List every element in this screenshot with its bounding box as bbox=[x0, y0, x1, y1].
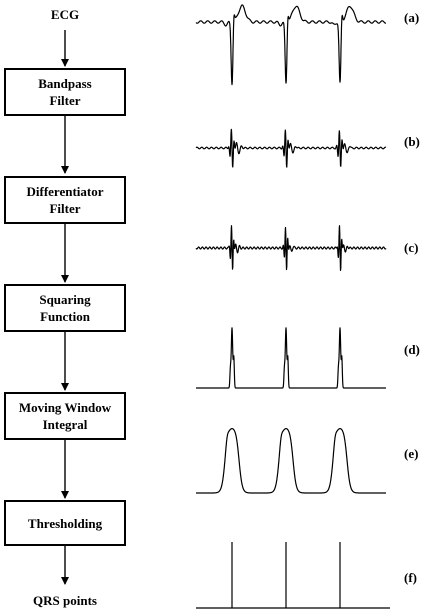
panel-tag-b: (b) bbox=[404, 134, 420, 149]
panel-tag-c: (c) bbox=[404, 240, 419, 255]
squaring-function-line1: Squaring bbox=[39, 292, 91, 307]
thresholding-line1: Thresholding bbox=[27, 515, 103, 531]
trace-d-squared bbox=[195, 327, 387, 389]
trace-c-differentiator bbox=[195, 225, 387, 271]
trace-e-integral bbox=[195, 428, 387, 494]
trace-a-raw-ecg bbox=[195, 4, 387, 86]
panel-tag-a: (a) bbox=[404, 10, 420, 25]
ecg-input-label: ECG bbox=[50, 7, 80, 22]
differentiator-filter-line1: Differentiator bbox=[26, 184, 104, 199]
trace-b-bandpass bbox=[195, 128, 387, 168]
panel-tag-d: (d) bbox=[404, 342, 420, 357]
squaring-function-line2: Function bbox=[40, 309, 90, 324]
panel-tag-e: (e) bbox=[404, 446, 419, 461]
moving-window-integral-line2: Integral bbox=[42, 417, 88, 432]
panel-tag-f: (f) bbox=[404, 570, 417, 585]
moving-window-integral-line1: Moving Window bbox=[18, 400, 112, 415]
differentiator-filter-line2: Filter bbox=[49, 201, 81, 216]
qrs-output-label: QRS points bbox=[33, 593, 97, 608]
bandpass-filter-line1: Bandpass bbox=[38, 76, 92, 91]
bandpass-filter-line2: Filter bbox=[49, 93, 81, 108]
thresholding-box: Thresholding bbox=[4, 500, 126, 546]
